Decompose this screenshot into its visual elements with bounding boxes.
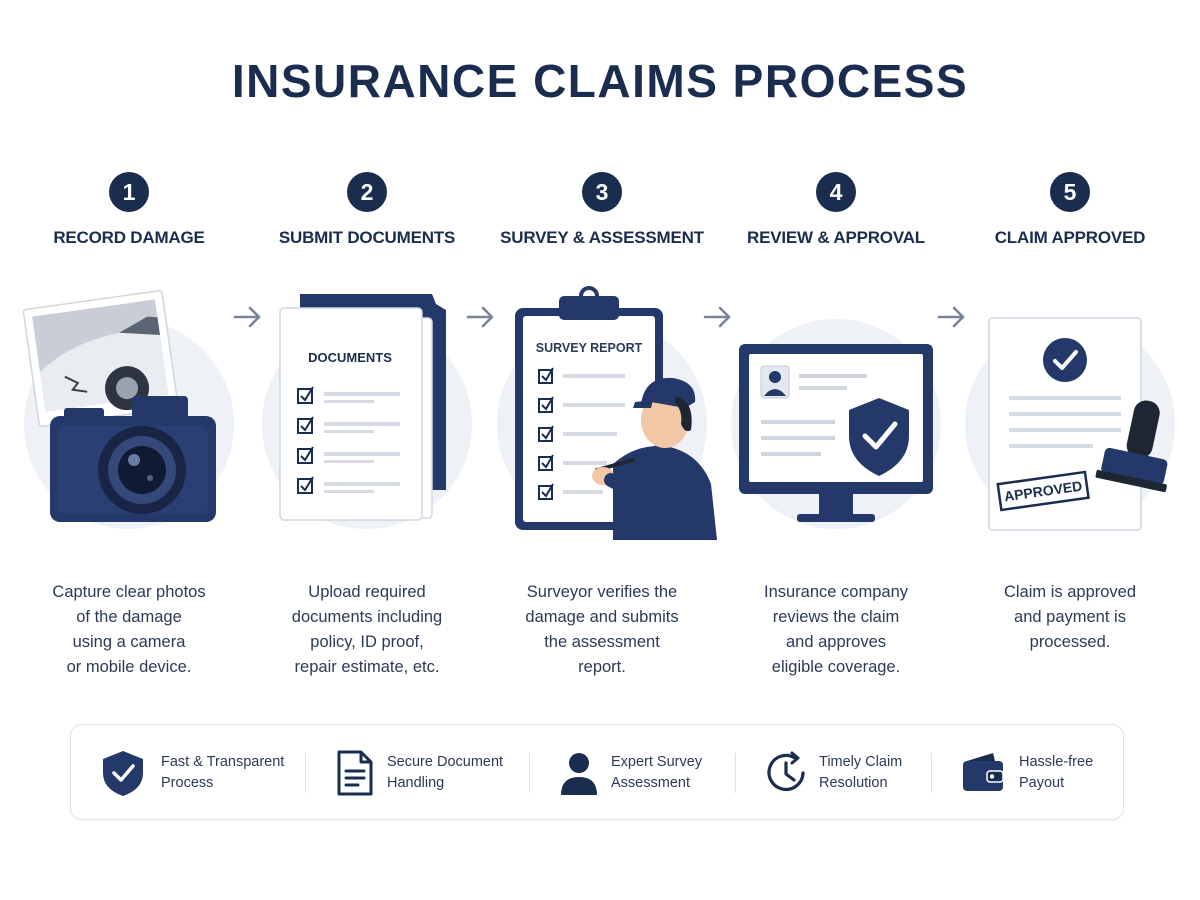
- step-number-badge: 1: [109, 172, 149, 212]
- feature-label: Hassle-free Payout: [1019, 754, 1094, 791]
- survey-report-label: SURVEY REPORT: [536, 341, 643, 355]
- step-description: Surveyor verifies the damage and submits…: [525, 583, 679, 676]
- feature-divider: [931, 753, 932, 793]
- step-description: Claim is approved and payment is process…: [1003, 583, 1137, 651]
- step-number-badge: 5: [1050, 172, 1090, 212]
- page-title: INSURANCE CLAIMS PROCESS: [231, 55, 969, 107]
- feature-label: Expert Survey Assessment: [611, 754, 703, 791]
- document-label: DOCUMENTS: [308, 350, 392, 365]
- arrow-right-icon: [233, 306, 261, 328]
- step-number-badge: 2: [347, 172, 387, 212]
- step-number-badge: 3: [582, 172, 622, 212]
- step-claim-approved: 5 CLAIM APPROVED APPROVED Claim is appro…: [953, 172, 1187, 692]
- step-survey-assessment: 3 SURVEY & ASSESSMENT SURVEY REPORT: [485, 172, 719, 692]
- arrow-right-icon: [703, 306, 731, 328]
- user-icon: [561, 753, 597, 795]
- monitor-shield-icon: [731, 319, 941, 529]
- step-description: Upload required documents including poli…: [291, 583, 443, 676]
- feature-label: Secure Document Handling: [387, 754, 504, 791]
- step-title: RECORD DAMAGE: [53, 228, 205, 247]
- step-title: REVIEW & APPROVAL: [747, 228, 925, 247]
- camera-photo-icon: [22, 290, 234, 529]
- arrow-right-icon: [937, 306, 965, 328]
- feature-label: Timely Claim Resolution: [819, 754, 903, 791]
- step-title: SUBMIT DOCUMENTS: [278, 228, 456, 247]
- step-submit-documents: 2 SUBMIT DOCUMENTS DOCUMENTS Upload requ…: [250, 172, 484, 692]
- step-review-approval: 4 REVIEW & APPROVAL Insurance company re…: [719, 172, 953, 692]
- approved-stamp-icon: APPROVED: [965, 317, 1175, 531]
- step-description: Capture clear photos of the damage using…: [52, 583, 206, 676]
- step-record-damage: 1 RECORD DAMAGE Capture clear photos of …: [12, 172, 246, 692]
- feature-divider: [735, 753, 736, 793]
- step-title: CLAIM APPROVED: [994, 228, 1146, 247]
- wallet-icon: [963, 753, 1004, 791]
- arrow-right-icon: [466, 306, 494, 328]
- documents-checklist-icon: DOCUMENTS: [262, 294, 472, 529]
- step-description: Insurance company reviews the claim and …: [764, 583, 908, 676]
- step-number-badge: 4: [816, 172, 856, 212]
- features-bar: Fast & Transparent Process Secure Docume…: [70, 724, 1124, 820]
- feature-label: Fast & Transparent Process: [161, 754, 285, 791]
- clock-icon: [767, 751, 805, 791]
- clipboard-surveyor-icon: SURVEY REPORT: [497, 286, 717, 540]
- shield-check-icon: [103, 751, 143, 796]
- step-title: SURVEY & ASSESSMENT: [500, 228, 704, 247]
- document-icon: [337, 750, 373, 796]
- feature-divider: [529, 753, 530, 793]
- feature-divider: [305, 753, 306, 793]
